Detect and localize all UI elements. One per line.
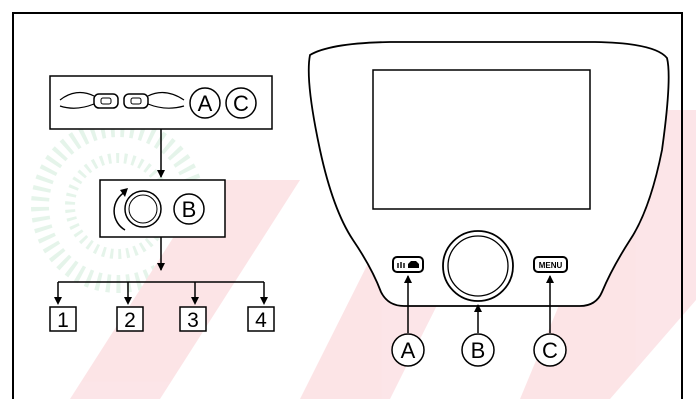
watermark-stroke — [70, 180, 300, 399]
display-screen — [372, 69, 591, 210]
option-box-2: 2 — [116, 306, 144, 332]
callout-label-c: C — [542, 338, 558, 363]
step1-box: A C — [49, 75, 273, 130]
option-label-2: 2 — [124, 309, 136, 332]
button-press-icon — [93, 93, 119, 109]
heating-car-icon — [397, 261, 419, 268]
callout-circle-a — [189, 87, 221, 119]
option-label-4: 4 — [255, 309, 267, 332]
option-box-1: 1 — [49, 306, 77, 332]
knob-inner-icon — [128, 194, 158, 224]
callout-circle-a — [391, 333, 425, 367]
step1-label-a: A — [198, 91, 213, 116]
step2-label-b: B — [182, 197, 197, 222]
rotate-arrow-icon — [113, 191, 126, 231]
menu-button-label: MENU — [539, 261, 563, 270]
step1-label-c: C — [233, 91, 249, 116]
callout-circle-c — [225, 87, 257, 119]
step2-box: B — [99, 179, 226, 238]
callout-circle-c — [533, 333, 567, 367]
callout-label-a: A — [401, 338, 416, 363]
callout-circle-b — [461, 333, 495, 367]
panel-button-a[interactable] — [392, 256, 424, 273]
panel-button-c[interactable]: MENU — [533, 256, 568, 273]
option-box-4: 4 — [247, 306, 275, 332]
knob-icon — [124, 190, 162, 228]
panel-knob-b[interactable] — [442, 230, 514, 302]
distribution-tree — [54, 237, 268, 305]
option-label-1: 1 — [57, 309, 69, 332]
option-label-3: 3 — [187, 309, 199, 332]
callout-label-b: B — [471, 338, 486, 363]
option-box-3: 3 — [179, 306, 207, 332]
button-press-icon — [123, 93, 149, 109]
rotate-arrowhead-icon — [120, 188, 128, 197]
hand-right-icon — [147, 91, 185, 109]
callout-circle-b — [173, 193, 205, 225]
hand-left-icon — [59, 91, 95, 109]
